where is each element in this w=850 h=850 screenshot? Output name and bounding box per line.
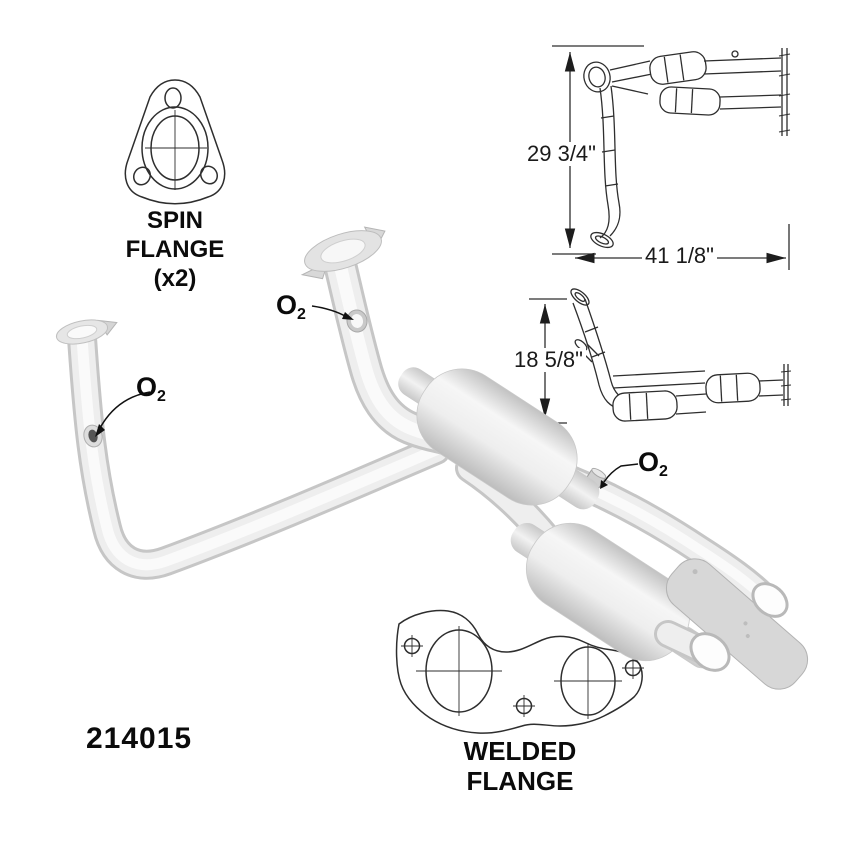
dimension-overall-length: 41 1/8" (642, 244, 717, 268)
spin-flange-label-line2: FLANGE (125, 236, 225, 263)
o2-sensor-label-mid: O2 (276, 292, 306, 328)
flange-bore-upper (751, 582, 789, 618)
side-view-front-diagram (529, 288, 792, 424)
dimension-inlet-height: 18 5/8" (511, 348, 586, 372)
main-assembly-render (55, 226, 809, 690)
o2-sensor-label-right: O2 (638, 449, 668, 485)
dimension-overall-height: 29 3/4" (524, 142, 599, 166)
o2-symbol: O (276, 290, 298, 320)
right-pipe-spin-flange (300, 226, 386, 280)
bolt-hole (199, 165, 219, 185)
o2-subscript: 2 (659, 463, 668, 480)
front-catalytic-converter (398, 367, 600, 510)
flange-ticks (780, 370, 792, 401)
o2-sensor-hole-left (83, 424, 103, 448)
spin-flange-label: SPIN FLANGE (x2) (95, 206, 255, 293)
o2-subscript: 2 (157, 388, 166, 405)
spin-flange-label-line1: SPIN (146, 207, 203, 234)
o2-symbol: O (136, 372, 158, 402)
bolt-holes (401, 635, 644, 717)
bolt-hole (164, 87, 182, 109)
part-number: 214015 (86, 722, 193, 755)
spin-flange-drawing (124, 79, 226, 205)
welded-flange-label-line1: WELDED (463, 736, 577, 766)
crosshair-lines (416, 626, 622, 719)
o2-symbol: O (638, 447, 660, 477)
o2-sensor-hole-mid (346, 309, 368, 333)
spin-flange-label-line3: (x2) (153, 265, 197, 292)
flange-ticks (778, 53, 791, 133)
crosshair-lines (145, 110, 207, 190)
welded-flange-label: WELDED FLANGE (420, 736, 620, 796)
welded-flange-label-line2: FLANGE (466, 766, 574, 796)
bolt-hole (132, 166, 152, 186)
left-pipe-spin-flange (55, 319, 118, 345)
o2-sensor-label-left: O2 (136, 374, 166, 410)
welded-flange-drawing (395, 609, 644, 734)
o2-callout-leaders (95, 305, 639, 489)
side-view-top-diagram (552, 45, 791, 270)
flange-bore-lower (689, 632, 731, 672)
o2-subscript: 2 (297, 306, 306, 323)
